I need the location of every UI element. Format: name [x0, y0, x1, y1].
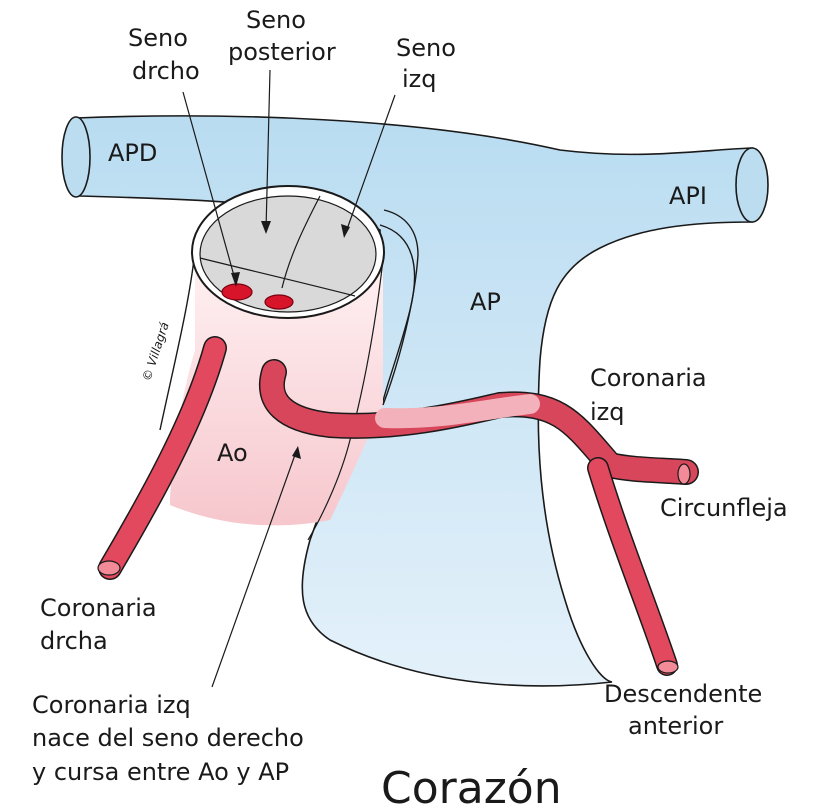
label-seno-posterior-2: posterior	[228, 38, 336, 66]
label-coronaria-drcha-2: drcha	[40, 627, 108, 655]
label-circunfleja: Circunfleja	[660, 494, 788, 522]
right-coronary-ostium	[265, 295, 293, 309]
label-seno-izq-1: Seno	[396, 34, 456, 62]
lad-end	[658, 661, 678, 673]
label-seno-drcho-2: drcho	[132, 57, 200, 85]
note-line-2: nace del seno derecho	[32, 724, 304, 752]
diagram-title: Corazón	[381, 763, 562, 811]
apd-end	[62, 117, 90, 197]
api-end	[736, 148, 768, 222]
label-descendente-1: Descendente	[604, 680, 762, 708]
label-api: API	[669, 182, 707, 210]
label-seno-izq-2: izq	[402, 65, 437, 93]
note-line-1: Coronaria izq	[32, 691, 191, 719]
label-ao: Ao	[217, 439, 248, 467]
right-coronary-end	[98, 561, 120, 575]
pulmonary-artery	[62, 116, 768, 686]
circumflex-end	[678, 464, 690, 484]
label-coronaria-drcha-1: Coronaria	[40, 594, 157, 622]
label-ap: AP	[470, 288, 501, 316]
left-coronary-ostium	[222, 284, 252, 300]
lad-branch-fill	[598, 468, 667, 665]
label-seno-posterior-1: Seno	[246, 6, 306, 34]
label-apd: APD	[108, 139, 157, 167]
label-seno-drcho-1: Seno	[128, 24, 188, 52]
label-coronaria-izq-2: izq	[590, 398, 625, 426]
label-coronaria-izq-1: Coronaria	[590, 364, 707, 392]
copyright-text: © Villagrá	[140, 320, 172, 383]
note-line-3: y cursa entre Ao y AP	[32, 758, 289, 786]
label-descendente-2: anterior	[628, 712, 723, 740]
